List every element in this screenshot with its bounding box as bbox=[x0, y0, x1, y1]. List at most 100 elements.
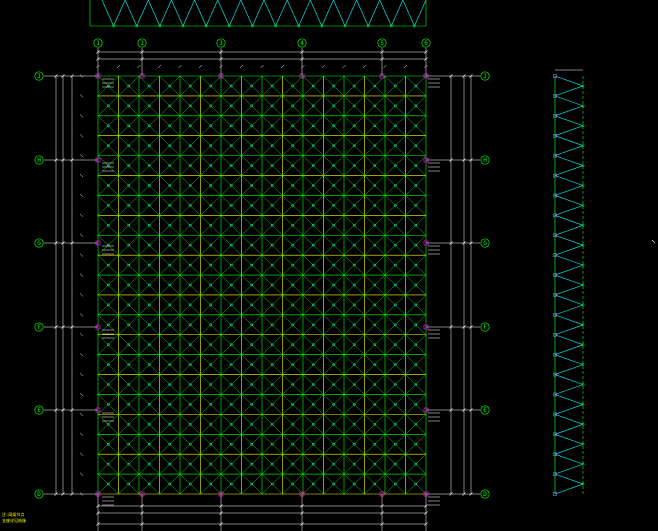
member-diagonal bbox=[384, 115, 406, 136]
node bbox=[373, 442, 377, 446]
node bbox=[291, 223, 295, 227]
node bbox=[188, 104, 192, 108]
node bbox=[106, 442, 110, 446]
node bbox=[311, 343, 315, 347]
node bbox=[291, 363, 295, 366]
side-node bbox=[553, 233, 557, 238]
side-web bbox=[554, 75, 584, 87]
member-diagonal bbox=[405, 155, 427, 176]
member-diagonal bbox=[179, 175, 201, 196]
dimension-tick bbox=[362, 64, 367, 69]
member-diagonal bbox=[138, 354, 160, 375]
dimension-tick bbox=[79, 193, 84, 198]
member-diagonal bbox=[384, 235, 406, 256]
node bbox=[229, 164, 233, 167]
member-diagonal bbox=[118, 235, 140, 256]
side-node bbox=[581, 164, 585, 167]
member-diagonal bbox=[364, 374, 386, 395]
node bbox=[373, 462, 377, 466]
member-diagonal bbox=[364, 155, 386, 176]
node bbox=[311, 482, 315, 486]
node bbox=[250, 124, 254, 128]
member-diagonal bbox=[179, 155, 201, 176]
member-diagonal bbox=[220, 254, 242, 276]
node bbox=[250, 363, 254, 366]
supports bbox=[95, 73, 440, 506]
member-diagonal bbox=[200, 314, 222, 335]
dimension-tick bbox=[79, 372, 84, 377]
member-diagonal bbox=[302, 473, 324, 495]
node bbox=[393, 104, 397, 108]
node bbox=[332, 343, 336, 347]
node bbox=[352, 363, 356, 366]
node bbox=[147, 363, 151, 366]
top-truss-elevation bbox=[89, 0, 427, 28]
member-diagonal bbox=[323, 314, 345, 335]
node bbox=[229, 84, 233, 88]
truss-web bbox=[159, 0, 172, 27]
axis-label-E: E bbox=[37, 407, 41, 414]
member-diagonal bbox=[282, 235, 304, 256]
member-diagonal bbox=[97, 414, 119, 435]
node bbox=[373, 144, 377, 148]
node bbox=[352, 303, 356, 307]
member-diagonal bbox=[384, 334, 406, 355]
node bbox=[106, 403, 110, 406]
truss-node bbox=[343, 24, 347, 28]
member-diagonal bbox=[302, 195, 324, 216]
side-node bbox=[553, 173, 557, 178]
node bbox=[168, 482, 172, 486]
truss-node bbox=[158, 24, 162, 28]
member-diagonal bbox=[282, 454, 304, 475]
member-diagonal bbox=[200, 95, 222, 116]
member-diagonal bbox=[159, 314, 181, 335]
side-node bbox=[553, 332, 557, 337]
node bbox=[127, 482, 131, 486]
member-diagonal bbox=[364, 314, 386, 335]
member-diagonal bbox=[364, 473, 386, 495]
side-node bbox=[553, 392, 557, 397]
member-diagonal bbox=[405, 95, 427, 116]
member-diagonal bbox=[384, 354, 406, 375]
member-diagonal bbox=[159, 274, 181, 296]
node bbox=[188, 243, 192, 247]
node bbox=[352, 144, 356, 148]
member-diagonal bbox=[179, 215, 201, 236]
truss-node bbox=[274, 24, 278, 28]
side-web bbox=[554, 414, 584, 425]
node bbox=[311, 442, 315, 446]
member-diagonal bbox=[159, 95, 181, 116]
node bbox=[209, 243, 213, 247]
node bbox=[188, 263, 192, 267]
member-diagonal bbox=[282, 135, 304, 156]
member-diagonal bbox=[343, 215, 365, 236]
member-diagonal bbox=[384, 215, 406, 236]
member-diagonal bbox=[261, 274, 283, 296]
axis-bubble-2 bbox=[137, 38, 147, 48]
node bbox=[127, 184, 131, 187]
member-diagonal bbox=[138, 254, 160, 276]
node bbox=[352, 263, 356, 267]
member-diagonal bbox=[200, 135, 222, 156]
member-diagonal bbox=[343, 95, 365, 116]
dimension-tick bbox=[79, 253, 84, 257]
member-diagonal bbox=[200, 334, 222, 355]
member-diagonal bbox=[364, 175, 386, 196]
side-node bbox=[553, 253, 557, 257]
node bbox=[106, 343, 110, 347]
member-diagonal bbox=[179, 115, 201, 136]
node bbox=[188, 283, 192, 287]
member-diagonal bbox=[323, 75, 345, 97]
node bbox=[168, 124, 172, 128]
node bbox=[106, 124, 110, 128]
node bbox=[373, 303, 377, 307]
member-diagonal bbox=[323, 195, 345, 216]
member-diagonal bbox=[405, 75, 427, 97]
node bbox=[332, 323, 336, 327]
node bbox=[332, 104, 336, 108]
node bbox=[332, 383, 336, 386]
member-diagonal bbox=[323, 215, 345, 236]
side-node bbox=[581, 303, 585, 307]
node bbox=[393, 442, 397, 446]
